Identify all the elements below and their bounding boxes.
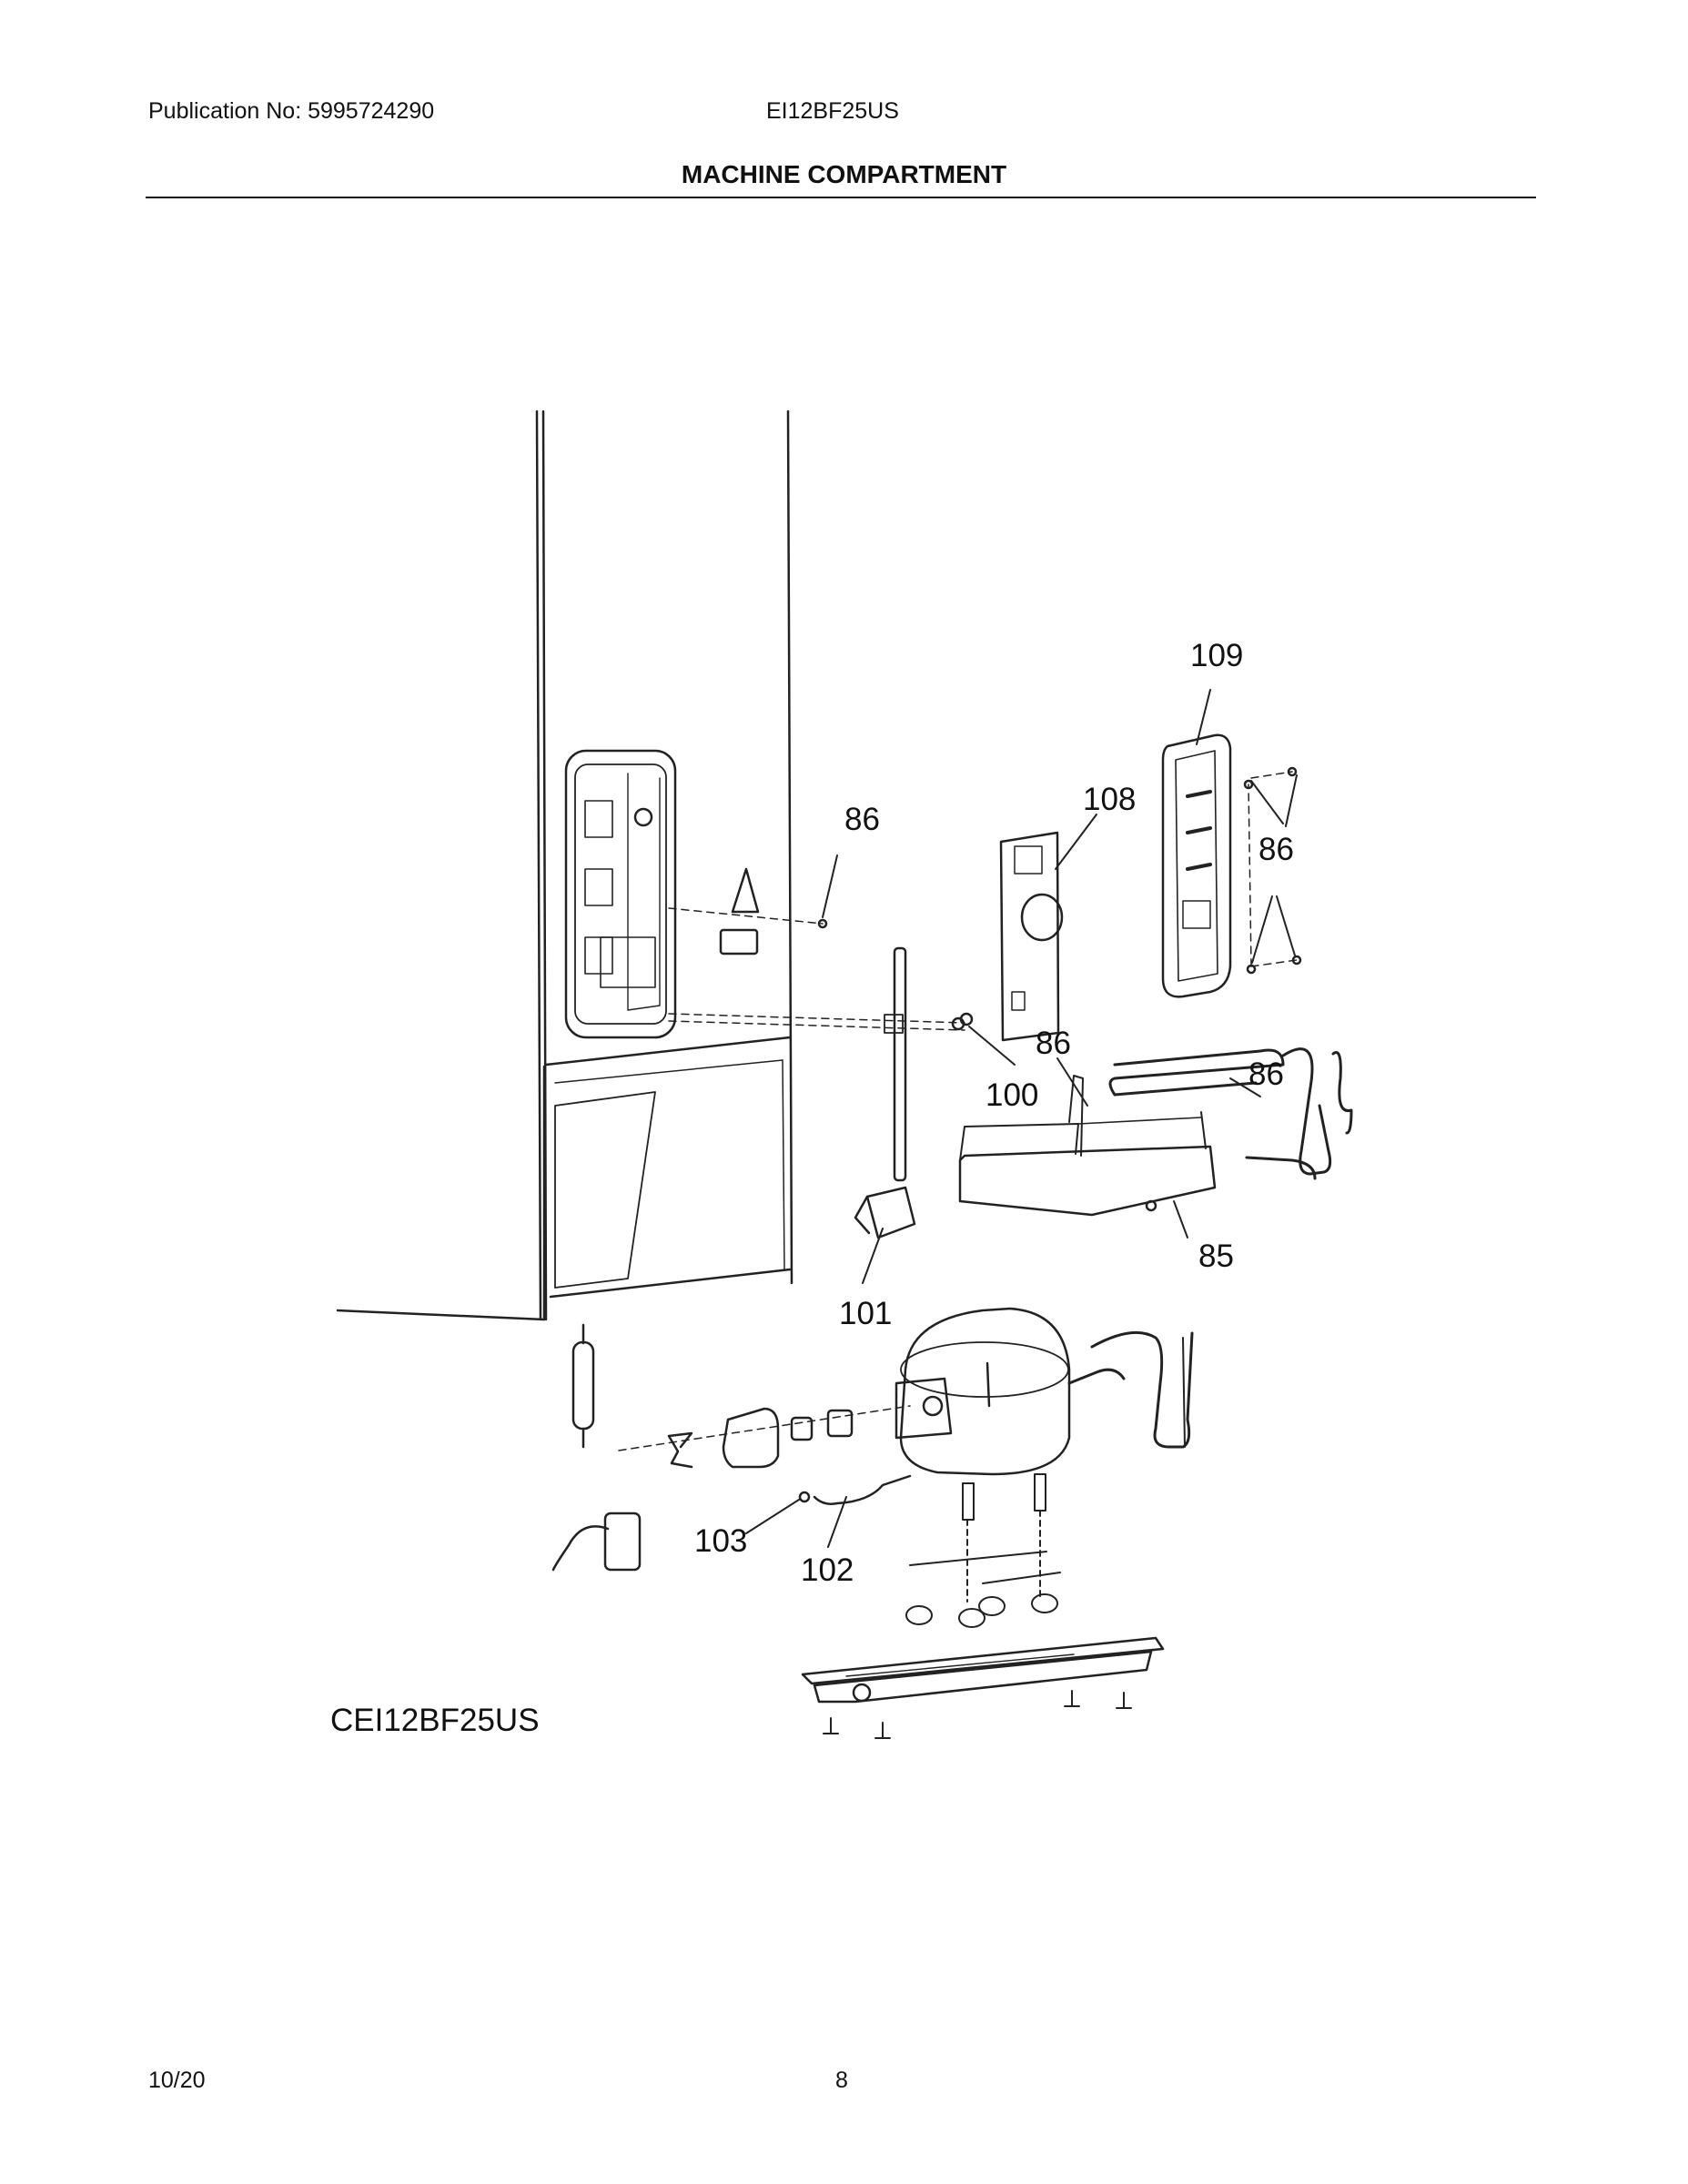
warning-triangle [731,867,760,914]
screw-86-e [1246,964,1257,975]
terminal-cover [722,1407,780,1469]
publication-number: Publication No: 5995724290 [148,98,435,124]
callout-86-tray: 86 [1248,1057,1284,1092]
callout-108: 108 [1083,782,1136,817]
callout-101: 101 [839,1296,892,1331]
control-box-cutout [564,749,677,1039]
cover-109 [1161,733,1232,998]
callout-leaders [745,689,1298,1548]
callout-86-mid: 86 [1036,1026,1071,1061]
page-title: MACHINE COMPARTMENT [681,160,1007,188]
model-number: EI12BF25US [766,98,899,124]
dashed-leaders [618,771,1298,1451]
callout-86-right: 86 [1258,832,1294,867]
callout-86-upper: 86 [844,802,880,837]
control-board-108 [999,831,1064,1042]
relay-part [826,1409,854,1438]
screw-86-a [817,918,828,929]
callout-102: 102 [801,1552,854,1588]
ground-wire-102 [813,1474,912,1505]
diagram-model-label: CEI12BF25US [330,1703,540,1738]
callout-103: 103 [694,1523,747,1559]
callout-85: 85 [1198,1239,1234,1274]
condenser-tube [1108,1047,1353,1180]
screw-86-c [1243,779,1254,790]
header-rule [146,197,1536,198]
page-number: 8 [835,2068,848,2093]
compressor [895,1307,1194,1476]
clip-100-b [959,1012,974,1026]
callout-109: 109 [1190,638,1243,673]
callout-labels: 109 108 86 86 86 86 100 85 101 103 102 [694,638,1294,1588]
footer-date: 10/20 [148,2068,206,2093]
cabinet-panel [336,410,793,1321]
overload-part [790,1416,814,1441]
label-plate [719,928,759,956]
screw-86-b [1287,766,1298,777]
base-screws [823,1690,1132,1739]
base-plate [801,1636,1165,1704]
filter-drier [571,1323,595,1449]
mounting-hardware [905,1473,1061,1628]
power-cord-101 [854,946,916,1239]
callout-100: 100 [986,1077,1038,1113]
screw-86-d [1291,955,1302,966]
clip-part [667,1431,693,1469]
drain-pan-85 [958,1075,1217,1217]
screw-103 [798,1491,811,1503]
capacitor [551,1512,642,1572]
